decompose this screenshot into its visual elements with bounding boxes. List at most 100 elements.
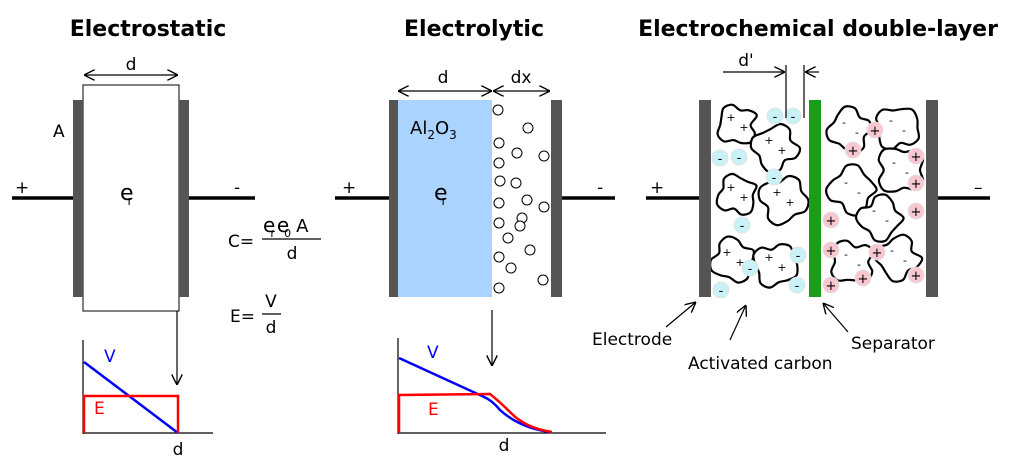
- cation: +: [822, 211, 840, 229]
- electrolyte-ion: [502, 232, 514, 244]
- electrolytic-graph: V E d: [397, 338, 606, 456]
- d-label: d: [438, 68, 449, 88]
- oxide-label: Al2O3: [410, 118, 457, 142]
- field-lhs: E=: [230, 307, 255, 327]
- right-plate: [179, 100, 189, 297]
- svg-text:+: +: [826, 214, 837, 229]
- distance-label: d: [499, 436, 510, 456]
- plus-terminal: +: [650, 178, 664, 198]
- svg-text:+: +: [826, 279, 837, 294]
- cation: +: [844, 141, 862, 159]
- electrolyte-ion: [493, 251, 505, 263]
- svg-text:-: -: [772, 171, 777, 186]
- surface-charge: +: [722, 246, 731, 259]
- surface-charge: +: [764, 251, 773, 264]
- svg-text:-: -: [737, 151, 742, 166]
- voltage-label: V: [104, 347, 116, 367]
- electrolyte-ion: [510, 177, 522, 189]
- electrolyte-ion: [493, 217, 505, 229]
- capacitance-lhs: C=: [228, 232, 254, 252]
- surface-charge: +: [764, 134, 773, 147]
- svg-text:-: -: [795, 279, 800, 294]
- cation: +: [907, 174, 925, 192]
- dx-label: dx: [511, 68, 532, 88]
- svg-text:-: -: [740, 219, 745, 234]
- anion: -: [766, 107, 784, 125]
- permittivity-label: er: [434, 181, 448, 208]
- surface-charge: -: [844, 248, 848, 261]
- electrolyte-ion: [493, 137, 505, 149]
- anion: -: [765, 168, 783, 186]
- cation: +: [822, 276, 840, 294]
- surface-charge: -: [855, 126, 859, 139]
- electrolyte-ion: [493, 157, 505, 169]
- separator-label: Separator: [851, 334, 935, 354]
- double-layer-capacitor: ++++++++++++-------------- ----------+++…: [592, 51, 990, 374]
- anion: -: [711, 149, 729, 167]
- electrolyte-ion: [521, 194, 533, 206]
- surface-charge: +: [726, 111, 735, 124]
- electrolyte-ion: [493, 282, 505, 294]
- electrolyte-ion: [493, 197, 505, 209]
- surface-charge: -: [842, 116, 846, 129]
- oxide-layer: [398, 100, 492, 297]
- carbon-particle: [715, 172, 758, 216]
- surface-charge: -: [872, 204, 876, 217]
- svg-text:-: -: [748, 262, 753, 277]
- svg-text:+: +: [911, 150, 922, 165]
- separator-pointer: [823, 303, 849, 333]
- carbon-label: Activated carbon: [688, 354, 833, 374]
- cation: +: [868, 243, 886, 261]
- carbon-particle: [749, 122, 802, 174]
- electrolyte-ion: [524, 244, 536, 256]
- anion: -: [733, 216, 751, 234]
- cation: +: [907, 202, 925, 220]
- surface-charge: +: [726, 181, 735, 194]
- electrostatic-capacitor: d A + - er: [12, 55, 255, 385]
- separator: [809, 100, 821, 297]
- field-label: E: [428, 400, 439, 420]
- svg-text:+: +: [826, 244, 837, 259]
- carbon-particle: [716, 103, 758, 145]
- surface-charge: -: [905, 166, 909, 179]
- electrolyte-ion: [538, 201, 550, 213]
- title-electrolytic: Electrolytic: [404, 17, 544, 42]
- anion: -: [730, 148, 748, 166]
- electrolyte-ion: [505, 262, 517, 274]
- surface-charge: -: [890, 244, 894, 257]
- surface-charge: -: [885, 214, 889, 227]
- svg-text:+: +: [911, 269, 922, 284]
- plus-terminal: +: [15, 178, 29, 198]
- carbon-pointer: [729, 305, 746, 341]
- surface-charge: -: [889, 114, 893, 127]
- electrolyte-ion: [511, 147, 523, 159]
- cation: +: [907, 147, 925, 165]
- field-curve: [82, 394, 180, 433]
- voltage-curve: [83, 361, 179, 434]
- field-label: E: [94, 399, 105, 419]
- electrolytic-capacitor: d dx Al2O3 er + -: [335, 68, 615, 366]
- electrolyte-ion: [522, 122, 534, 134]
- d-label: d: [126, 55, 137, 75]
- surface-charge: +: [777, 144, 786, 157]
- svg-text:+: +: [870, 124, 881, 139]
- carbon-particle: [854, 193, 905, 243]
- surface-charge: +: [777, 261, 786, 274]
- positive-electrode: [699, 100, 711, 297]
- svg-text:+: +: [872, 246, 883, 261]
- plus-terminal: +: [342, 178, 356, 198]
- anion: -: [784, 107, 802, 125]
- surface-charge: -: [902, 124, 906, 137]
- capacitance-denominator: d: [287, 244, 298, 264]
- surface-charge: -: [857, 258, 861, 271]
- minus-terminal: -: [597, 178, 603, 198]
- svg-text:+: +: [858, 272, 869, 287]
- electrolyte-ions: ----------+++++++++++: [711, 107, 925, 299]
- surface-charge: +: [785, 196, 794, 209]
- anode-plate: [389, 100, 398, 297]
- surface-charge: -: [903, 254, 907, 267]
- voltage-label: V: [427, 343, 439, 363]
- negative-electrode: [926, 100, 938, 297]
- left-plate: [73, 100, 83, 297]
